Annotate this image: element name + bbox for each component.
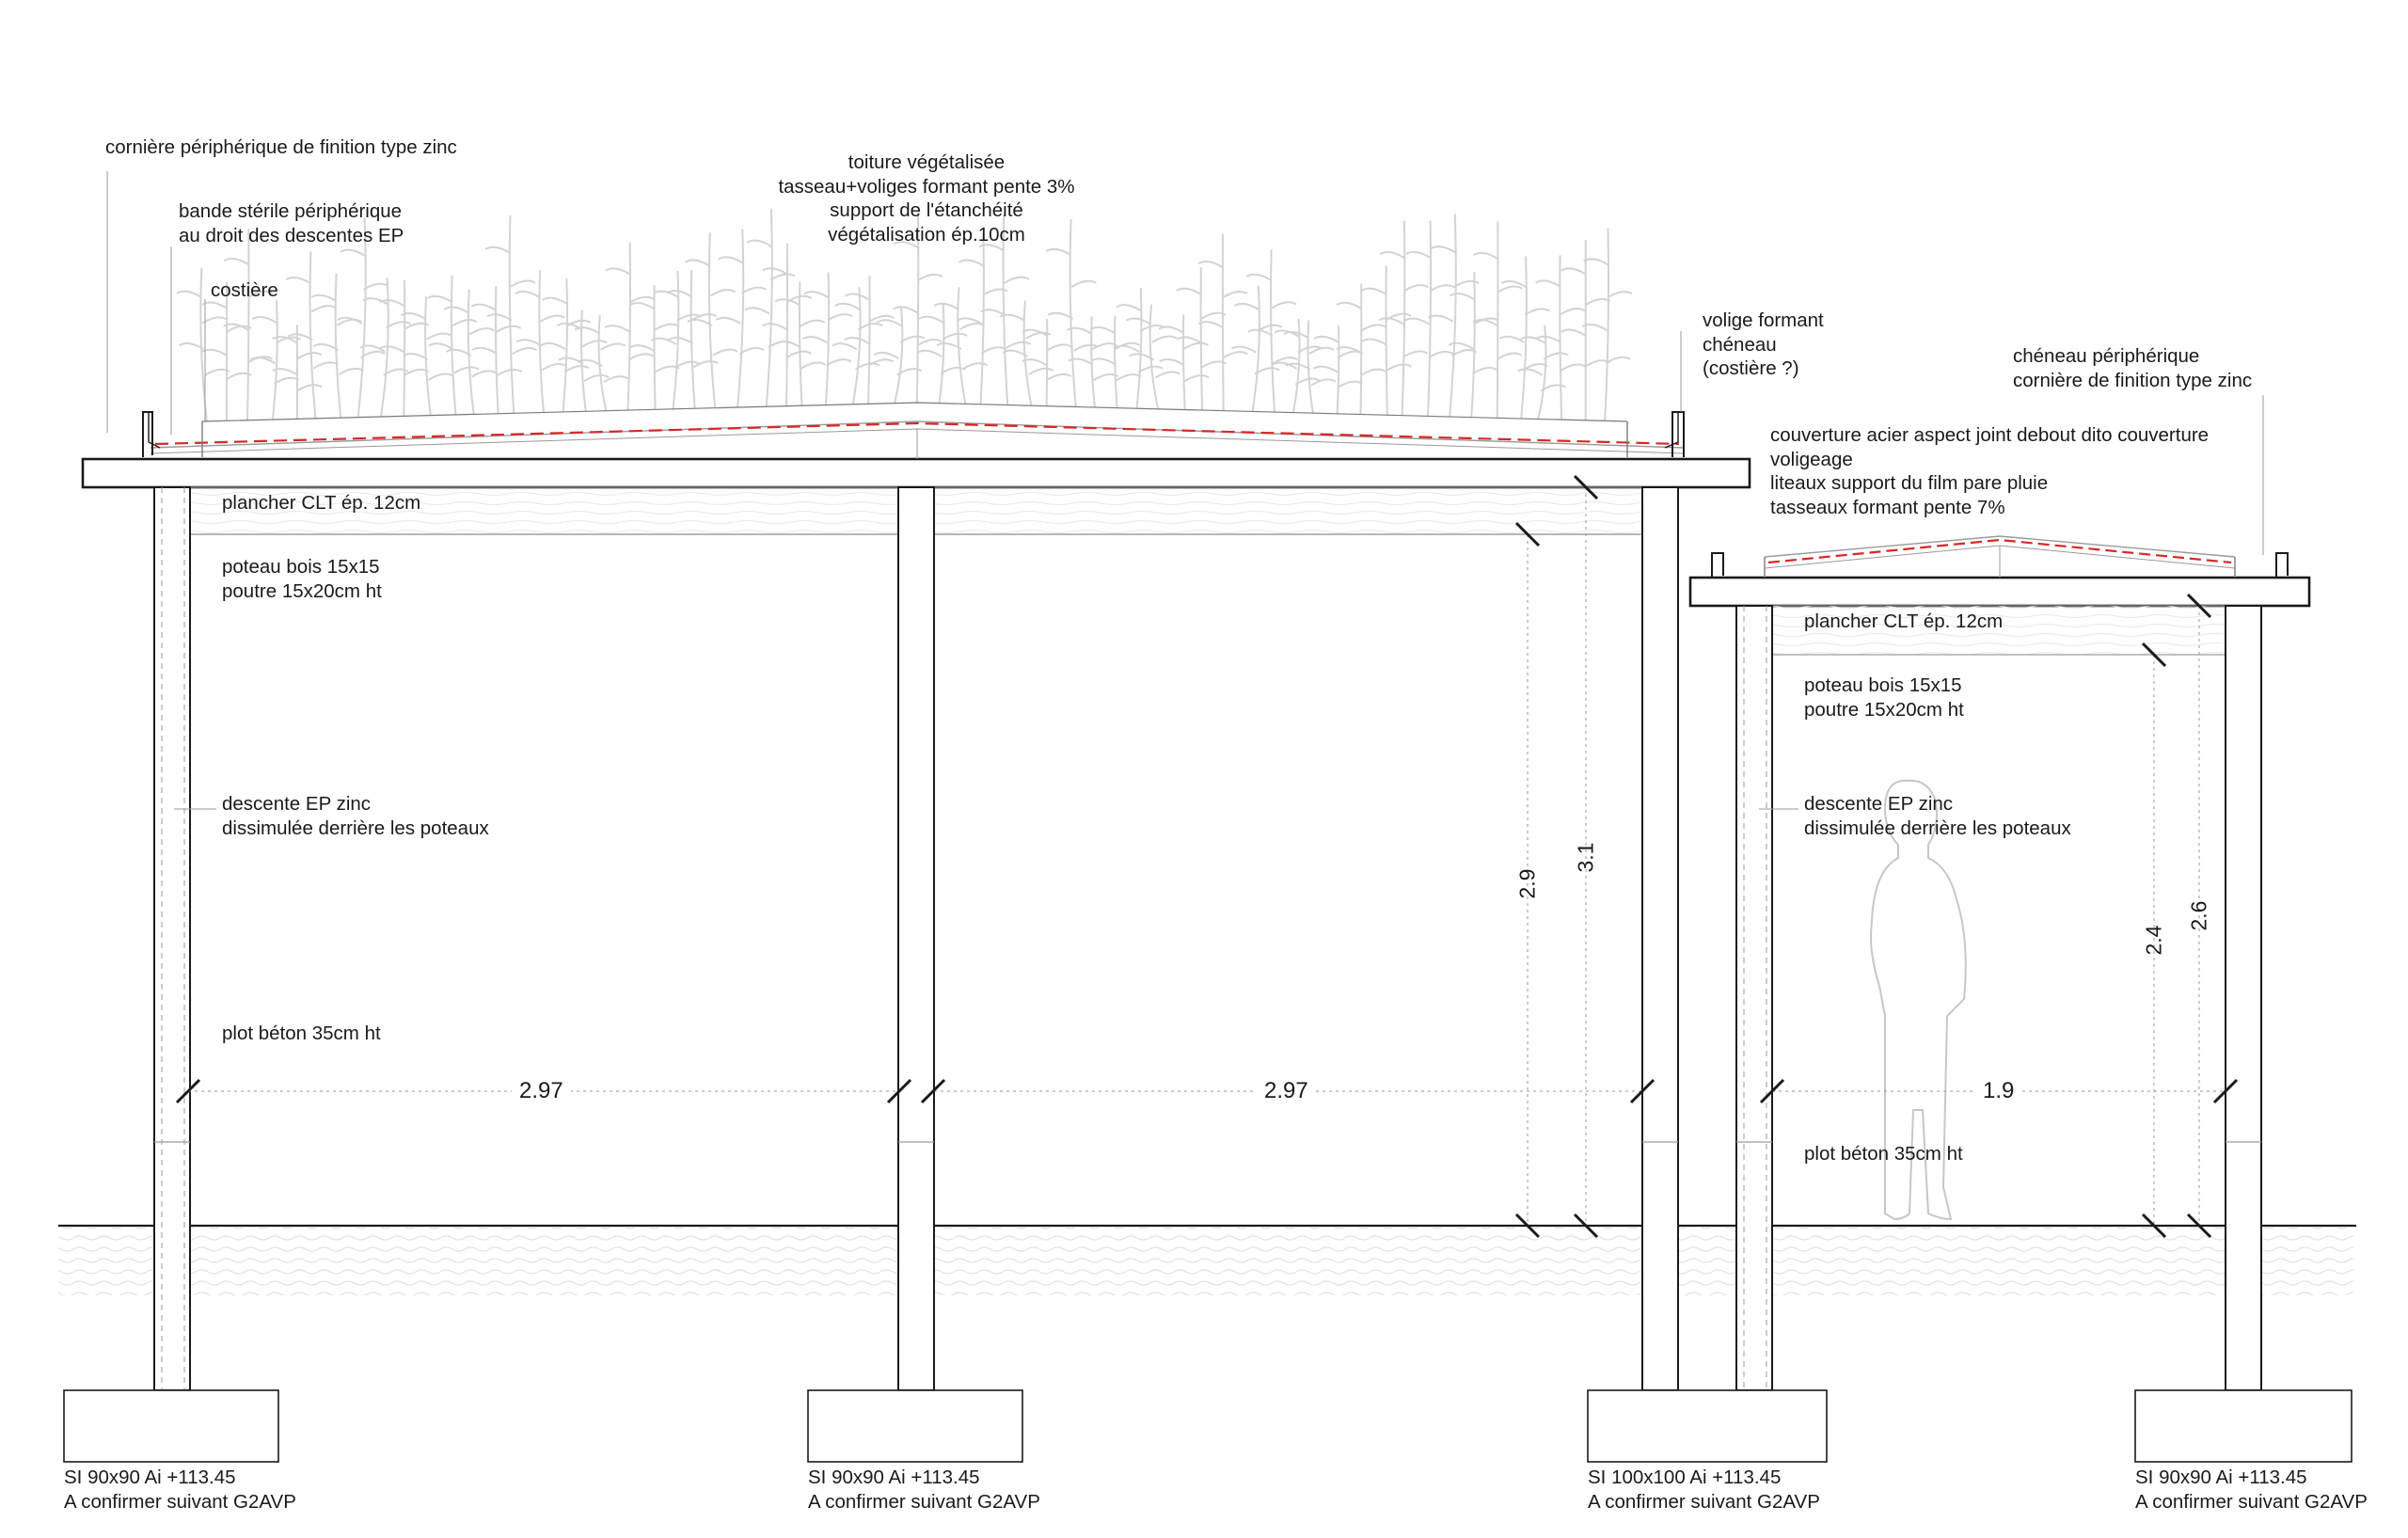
- foundation-3-spec: SI 100x100 Ai +113.45: [1588, 1467, 1782, 1488]
- left-structure: [81, 402, 1751, 1391]
- foundation-4: [2134, 1389, 2353, 1463]
- foundation-1-spec: SI 90x90 Ai +113.45: [64, 1467, 236, 1488]
- right-waterproofing: [1767, 538, 2232, 564]
- dimension-height-2-9: 2.9: [1514, 868, 1540, 899]
- label-couverture-acier: couverture acier aspect joint debout dit…: [1770, 424, 2210, 518]
- human-silhouette: [1870, 779, 1967, 1221]
- foundation-1: [63, 1389, 279, 1463]
- leader-lines: [106, 171, 2264, 810]
- label-left-descente: descente EP zinc dissimulée derrière les…: [222, 793, 489, 839]
- label-left-plot: plot béton 35cm ht: [222, 1023, 381, 1044]
- foundations: [63, 1389, 2353, 1463]
- label-volige-cheneau: volige formant chéneau (costière ?): [1703, 309, 1824, 379]
- left-clt-slab: [81, 457, 1751, 489]
- label-cheneau-peripherique: chéneau périphérique cornière de finitio…: [2013, 345, 2253, 391]
- right-column-2: [2225, 605, 2262, 1391]
- dimension-span-2: 2.97: [1257, 1078, 1316, 1104]
- dimension-height-3-1: 3.1: [1573, 842, 1598, 873]
- label-right-plot: plot béton 35cm ht: [1804, 1143, 1963, 1165]
- label-bande-sterile: bande stérile périphérique au droit des …: [179, 200, 404, 246]
- right-clt-slab: [1688, 576, 2311, 608]
- foundation-4-note: A confirmer suivant G2AVP: [2135, 1491, 2368, 1513]
- dimension-height-2-6: 2.6: [2186, 900, 2211, 931]
- label-toiture-vegetalisee: toiture végétalisée tasseau+voliges form…: [778, 151, 1075, 246]
- dimension-span-1: 2.97: [512, 1078, 571, 1104]
- dimension-ticks: [175, 474, 2239, 1239]
- foundation-1-note: A confirmer suivant G2AVP: [64, 1491, 296, 1513]
- label-right-descente: descente EP zinc dissimulée derrière les…: [1804, 793, 2071, 839]
- foundation-2-note: A confirmer suivant G2AVP: [808, 1491, 1040, 1513]
- foundation-2: [807, 1389, 1023, 1463]
- vegetation-graphic: [176, 208, 1633, 421]
- label-right-plancher: plancher CLT ép. 12cm: [1804, 610, 2004, 632]
- foundation-4-spec: SI 90x90 Ai +113.45: [2135, 1467, 2307, 1488]
- label-corniere-finition: cornière périphérique de finition type z…: [105, 136, 457, 158]
- left-waterproofing: [154, 421, 1680, 446]
- left-column-3: [1641, 486, 1679, 1391]
- right-structure: [1688, 535, 2311, 1391]
- foundation-3-note: A confirmer suivant G2AVP: [1588, 1491, 1820, 1513]
- label-right-poteau: poteau bois 15x15 poutre 15x20cm ht: [1804, 674, 1964, 721]
- label-left-plancher: plancher CLT ép. 12cm: [222, 492, 421, 514]
- dimension-span-3: 1.9: [1975, 1078, 2022, 1104]
- foundation-3: [1587, 1389, 1828, 1463]
- left-column-2: [897, 486, 935, 1391]
- dimension-height-2-4: 2.4: [2141, 925, 2166, 956]
- soil-band: [58, 1228, 2353, 1295]
- foundation-2-spec: SI 90x90 Ai +113.45: [808, 1467, 980, 1488]
- label-left-poteau: poteau bois 15x15 poutre 15x20cm ht: [222, 556, 382, 602]
- label-costiere: costière: [211, 279, 278, 301]
